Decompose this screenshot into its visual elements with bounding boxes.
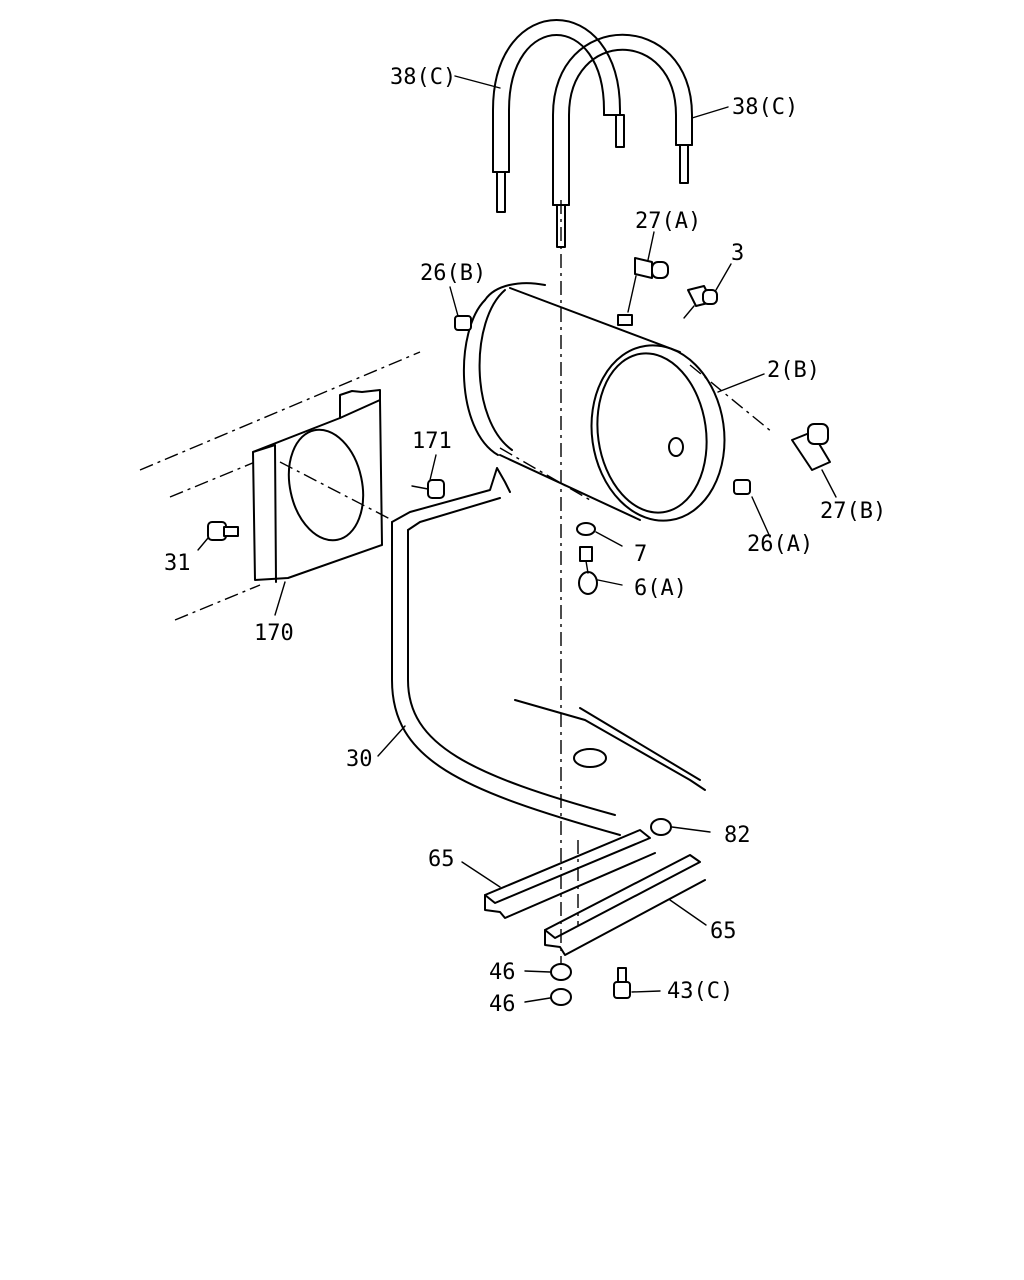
callout-46-top: 46	[489, 960, 516, 985]
fitting-27a	[627, 257, 669, 313]
callout-27a: 27(A)	[635, 209, 701, 234]
plug-26a	[733, 479, 751, 495]
channel-65-right	[544, 854, 706, 956]
frame-reference-lines	[139, 351, 421, 621]
callout-27b: 27(B)	[820, 499, 886, 524]
washer-7	[576, 522, 596, 536]
strap-38c-right	[552, 33, 693, 248]
callout-26a: 26(A)	[747, 532, 813, 557]
fitting-27b	[791, 423, 831, 471]
callout-170: 170	[254, 621, 294, 646]
drain-valve-6a	[578, 546, 598, 595]
callout-26b: 26(B)	[420, 261, 486, 286]
channel-65-left	[484, 829, 656, 919]
nut-82	[650, 818, 672, 836]
bolt-43c	[613, 967, 631, 999]
callout-30: 30	[346, 747, 373, 772]
air-tank	[462, 282, 726, 522]
callout-3: 3	[731, 241, 744, 266]
plug-26b	[454, 315, 472, 331]
bolt-171	[411, 479, 445, 499]
callout-labels: 38(C) 38(C) 27(A) 3 26(B) 2(B) 171 27(B)…	[164, 65, 886, 1017]
callout-171: 171	[412, 429, 452, 454]
bracket-170	[252, 389, 393, 583]
leader-lines	[197, 75, 837, 1003]
support-band-30	[391, 467, 706, 836]
strap-38c-left	[492, 19, 625, 213]
callout-38c-right: 38(C)	[732, 95, 798, 120]
callout-46-bottom: 46	[489, 992, 516, 1017]
nut-46-top	[550, 963, 572, 981]
callout-2b: 2(B)	[767, 358, 820, 383]
callout-65-left: 65	[428, 847, 455, 872]
assembly-centerlines	[499, 200, 773, 965]
callout-7: 7	[634, 542, 647, 567]
callout-82: 82	[724, 823, 751, 848]
fitting-3	[683, 285, 718, 319]
callout-6a: 6(A)	[634, 576, 687, 601]
callout-65-right: 65	[710, 919, 737, 944]
nut-46-bottom	[550, 988, 572, 1006]
bolt-31	[207, 521, 239, 541]
callout-38c-left: 38(C)	[390, 65, 456, 90]
callout-43c: 43(C)	[667, 979, 733, 1004]
callout-31: 31	[164, 551, 191, 576]
